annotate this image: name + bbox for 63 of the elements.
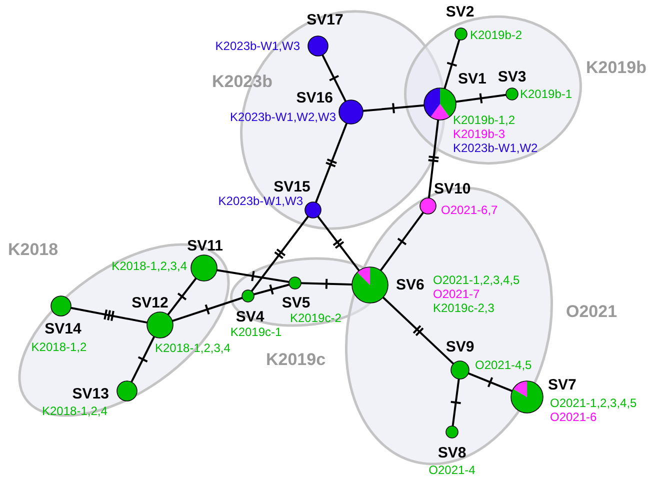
- haplotype-label: SV6: [396, 276, 424, 294]
- sample-label: O2021-4: [428, 463, 476, 477]
- connector: [316, 215, 360, 272]
- connector: [382, 296, 454, 365]
- sample-label: K2023b-W1,W2: [453, 141, 538, 155]
- sample-label: K2019c-2,3: [433, 301, 494, 315]
- haplotype-label: SV1: [458, 70, 486, 88]
- haplotype-label: SV2: [446, 4, 474, 20]
- haplotype-label: SV8: [438, 444, 466, 462]
- sample-label: K2019b-2: [470, 28, 522, 42]
- sample-label: K2023b-W1,W2,W3: [230, 110, 336, 124]
- connector: [130, 336, 156, 384]
- connector: [250, 215, 310, 292]
- sample-label: K2019b-1: [520, 87, 572, 101]
- haplotype-label: SV15: [274, 178, 310, 196]
- sample-label: K2019b-1,2: [453, 113, 516, 127]
- sample-label: K2018-1,2,4: [42, 404, 108, 418]
- sample-label: K2019c-2: [290, 311, 342, 325]
- connector: [171, 296, 244, 322]
- connector: [362, 102, 426, 114]
- sample-label: K2018-1,2,3,4: [112, 259, 187, 273]
- connector: [467, 372, 514, 392]
- connector: [166, 277, 198, 316]
- group-label: K2018: [8, 240, 58, 260]
- haplotype-label: SV3: [498, 68, 526, 86]
- sample-label: K2023b-W1,W3: [218, 194, 303, 208]
- sample-label: K2018-1,2: [31, 340, 87, 354]
- haplotype-label: SV12: [132, 294, 168, 312]
- sample-label: O2021-1,2,3,4,5: [550, 396, 637, 410]
- haplotype-label: SV7: [548, 376, 576, 394]
- sample-label: K2023b-W1,W3: [215, 39, 300, 53]
- connector: [450, 378, 462, 428]
- sample-label: K2019c-1: [230, 325, 282, 339]
- sample-label: O2021-1,2,3,4,5: [433, 273, 520, 287]
- group-label: K2023b: [212, 72, 272, 92]
- sample-label: O2021-6: [550, 410, 597, 424]
- connector: [252, 284, 290, 296]
- connector: [427, 118, 440, 200]
- group-label: K2019c: [266, 350, 326, 370]
- connector: [380, 211, 424, 272]
- sample-label: O2021-4,5: [475, 358, 532, 372]
- haplotype-label: SV4: [236, 308, 264, 326]
- haplotype-label: SV14: [44, 320, 82, 338]
- sample-label: K2019b-3: [453, 127, 506, 141]
- haplotype-label: SV13: [72, 386, 109, 402]
- haplotype-label: SV9: [446, 338, 474, 356]
- connector: [314, 122, 348, 204]
- sample-label: O2021-6,7: [441, 203, 498, 217]
- connector: [444, 38, 460, 90]
- sample-label: O2021-7: [433, 287, 480, 301]
- connector: [70, 306, 148, 324]
- haplotype-label: SV17: [306, 12, 344, 28]
- haplotype-label: SV16: [296, 90, 333, 106]
- haplotype-label: SV5: [282, 294, 310, 312]
- haplotype-label: SV10: [434, 180, 471, 198]
- connector: [321, 54, 347, 102]
- group-label: K2019b: [586, 58, 646, 78]
- connector: [300, 278, 353, 290]
- group-label: O2021: [566, 302, 618, 322]
- sample-label: K2018-1,2,3,4: [155, 341, 230, 355]
- connector: [216, 269, 290, 284]
- haplotype-label: SV11: [187, 238, 223, 254]
- connector: [454, 92, 508, 104]
